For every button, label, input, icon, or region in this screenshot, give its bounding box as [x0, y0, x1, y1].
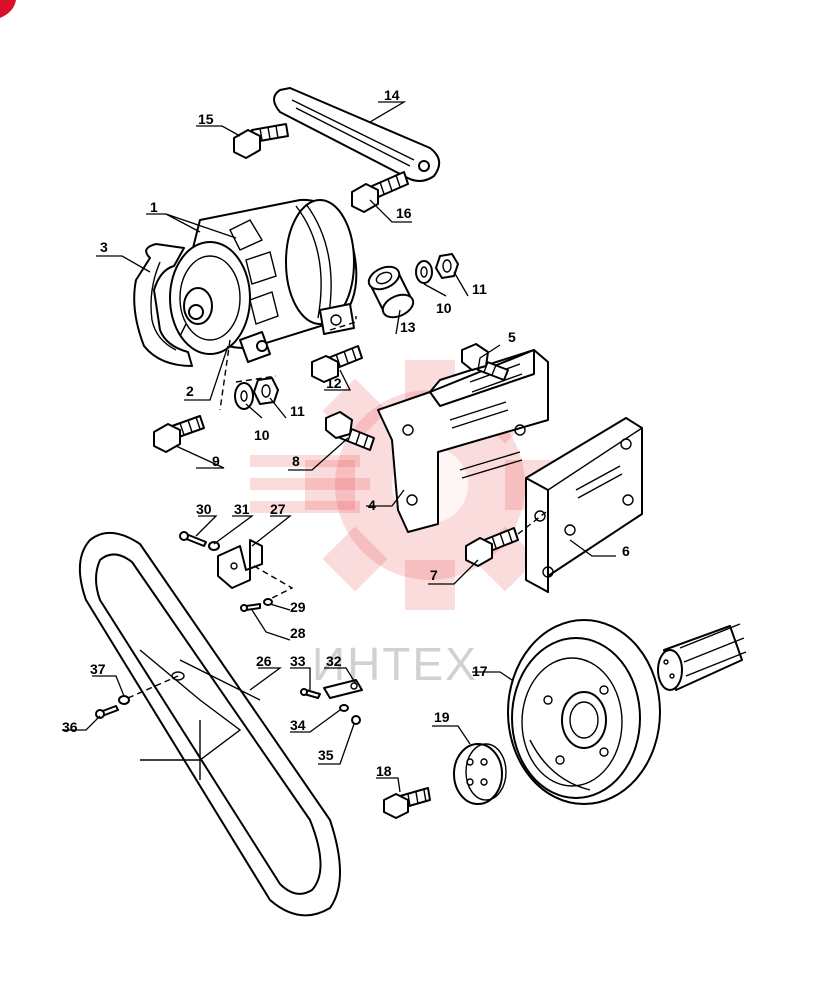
washer-plate-19: [453, 743, 507, 805]
crank-pulley-17: [507, 619, 661, 805]
washer-37: [118, 695, 130, 705]
bolt-18: [383, 787, 431, 819]
washer-10-upper: [415, 260, 433, 284]
bolt-9: [153, 415, 205, 453]
label-part-16: 16: [396, 205, 412, 221]
spacer-13: [367, 265, 415, 319]
label-part-9: 9: [212, 453, 220, 469]
label-part-2: 2: [186, 383, 194, 399]
label-part-26: 26: [256, 653, 272, 669]
bolt-5: [461, 343, 509, 381]
label-part-4: 4: [368, 497, 376, 513]
mounting-bracket-4: [377, 349, 549, 533]
bracket-27: [217, 539, 263, 589]
nut-11-upper: [435, 253, 459, 279]
screw-33: [300, 688, 321, 699]
label-part-7: 7: [430, 567, 438, 583]
v-belt-26: [78, 532, 341, 917]
label-part-32: 32: [326, 653, 342, 669]
bolt-15: [233, 123, 289, 159]
label-part-18: 18: [376, 763, 392, 779]
washer-31: [208, 541, 220, 551]
label-part-3: 3: [100, 239, 108, 255]
label-part-33: 33: [290, 653, 306, 669]
mounting-plate-6: [525, 417, 643, 593]
label-part-29: 29: [290, 599, 306, 615]
label-part-15: 15: [198, 111, 214, 127]
bolt-12: [311, 345, 363, 383]
bolt-16: [351, 171, 409, 213]
washer-29: [263, 598, 273, 606]
label-part-8: 8: [292, 453, 300, 469]
label-part-14: 14: [384, 87, 400, 103]
label-part-11-lower: 11: [290, 403, 305, 419]
screw-28: [240, 603, 261, 612]
label-part-31: 31: [234, 501, 250, 517]
nut-11-lower: [253, 377, 279, 405]
adjuster-link-14: [273, 87, 441, 182]
guide-line-37: [127, 675, 179, 699]
guide-line-27: [253, 565, 294, 601]
label-part-36: 36: [62, 719, 78, 735]
guide-line-alt-right: [329, 316, 357, 331]
label-part-35: 35: [318, 747, 334, 763]
label-part-19: 19: [434, 709, 450, 725]
spline-hub: [657, 623, 747, 691]
strap-32: [323, 679, 363, 699]
label-part-30: 30: [196, 501, 212, 517]
label-part-6: 6: [622, 543, 630, 559]
corner-mark: [0, 0, 16, 18]
label-part-10-upper: 10: [436, 300, 452, 316]
label-part-11-upper: 11: [472, 281, 487, 297]
label-part-27: 27: [270, 501, 286, 517]
label-part-5: 5: [508, 329, 516, 345]
alternator-1: [169, 198, 358, 363]
bolt-8: [325, 411, 375, 451]
label-part-12: 12: [326, 375, 342, 391]
nut-35: [351, 715, 361, 725]
part-labels: 14 15 16 1 3 2 5 10 11 13 12 10 11 9 8 4…: [62, 87, 630, 779]
screw-30: [179, 531, 207, 547]
guide-line-alt-lower: [219, 339, 277, 411]
label-part-10-lower: 10: [254, 427, 270, 443]
label-part-1: 1: [150, 199, 158, 215]
leader-lines: [62, 101, 616, 793]
label-part-34: 34: [290, 717, 306, 733]
guide-line-7: [517, 511, 547, 535]
washer-34: [339, 704, 349, 712]
label-part-37: 37: [90, 661, 106, 677]
label-part-17: 17: [472, 663, 488, 679]
label-part-28: 28: [290, 625, 306, 641]
bolt-7: [465, 527, 519, 567]
washer-10-lower: [234, 382, 254, 410]
belt-guard-3: [133, 243, 193, 367]
screw-36: [95, 705, 119, 719]
watermark-text: ИНТЕХ: [312, 638, 478, 690]
label-part-13: 13: [400, 319, 416, 335]
